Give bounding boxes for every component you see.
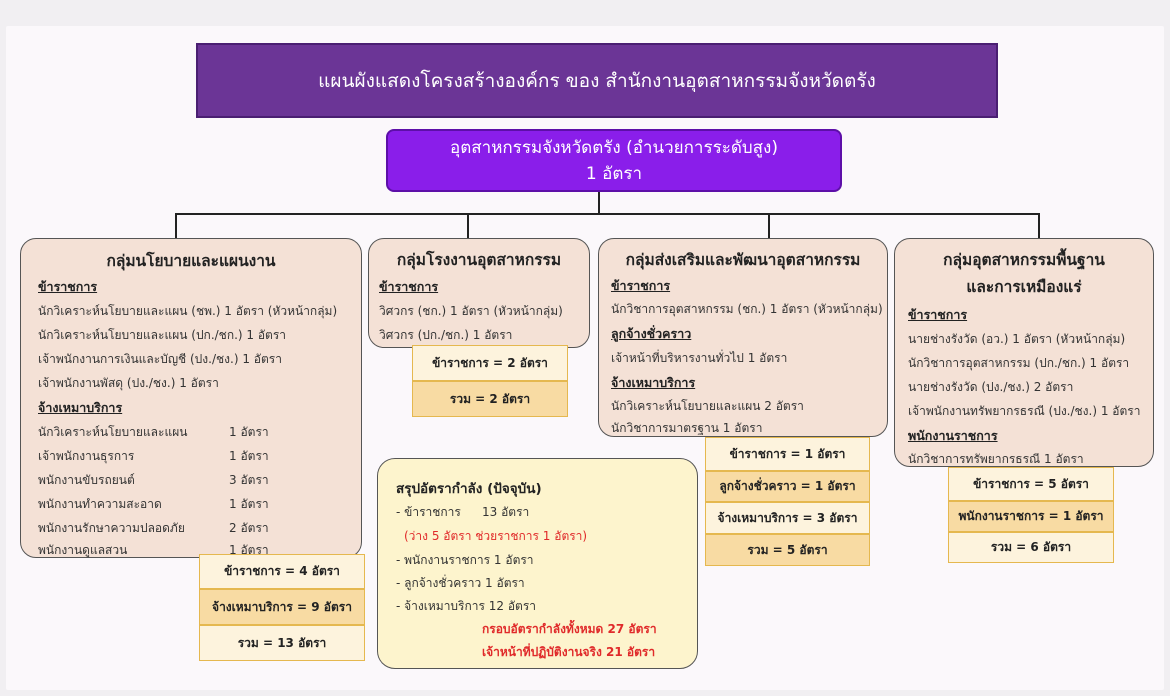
list-item: พนักงานรักษาความปลอดภัย	[38, 521, 185, 535]
summary-box-factory: ข้าราชการ = 2 อัตรา รวม = 2 อัตรา	[412, 345, 568, 417]
list-item: เจ้าพนักงานการเงินและบัญชี (ปง./ชง.) 1 อ…	[38, 352, 282, 366]
group-industry-promotion: กลุ่มส่งเสริมและพัฒนาอุตสาหกรรม ข้าราชกา…	[598, 238, 888, 437]
group-title: กลุ่มส่งเสริมและพัฒนาอุตสาหกรรม	[625, 251, 861, 269]
summary-row: รวม = 2 อัตรา	[412, 381, 568, 417]
chart-title: แผนผังแสดงโครงสร้างองค์กร ของ สำนักงานอุ…	[196, 43, 998, 118]
list-item: พนักงานดูแลสวน	[38, 543, 128, 557]
summary-total-framework: กรอบอัตรากำลังทั้งหมด 27 อัตรา	[482, 622, 657, 636]
summary-row-civil-value: 13 อัตรา	[482, 505, 530, 519]
list-item: เจ้าหน้าที่บริหารงานทั่วไป 1 อัตรา	[611, 351, 788, 365]
section-temp-employee: ลูกจ้างชั่วคราว	[611, 326, 692, 341]
summary-vacancy-note: (ว่าง 5 อัตรา ช่วยราชการ 1 อัตรา)	[404, 529, 588, 543]
group-policy-planning: กลุ่มนโยบายและแผนงาน ข้าราชการ นักวิเครา…	[20, 238, 362, 558]
connector-drop-2	[467, 213, 469, 239]
list-item: นักวิเคราะห์นโยบายและแผน	[38, 425, 188, 439]
list-item-qty: 2 อัตรา	[229, 521, 269, 535]
list-item: เจ้าพนักงานพัสดุ (ปง./ชง.) 1 อัตรา	[38, 376, 219, 390]
group-title-line2: และการเหมืองแร่	[966, 278, 1082, 296]
summary-row: - จ้างเหมาบริการ 12 อัตรา	[396, 599, 537, 613]
section-civil-servant: ข้าราชการ	[908, 307, 968, 322]
provincial-industry-head-box: อุตสาหกรรมจังหวัดตรัง (อำนวยการระดับสูง)…	[386, 129, 842, 192]
list-item: นักวิเคราะห์นโยบายและแผน (ชพ.) 1 อัตรา (…	[38, 304, 338, 318]
summary-row: รวม = 6 อัตรา	[948, 532, 1114, 563]
summary-row: ข้าราชการ = 4 อัตรา	[199, 554, 365, 589]
list-item: นักวิเคราะห์นโยบายและแผน (ปก./ชก.) 1 อัต…	[38, 328, 287, 342]
group-title: กลุ่มนโยบายและแผนงาน	[106, 252, 276, 270]
section-civil-servant: ข้าราชการ	[379, 279, 439, 294]
list-item: พนักงานทำความสะอาด	[38, 497, 162, 511]
summary-row: ข้าราชการ = 2 อัตรา	[412, 345, 568, 381]
list-item: เจ้าพนักงานทรัพยากรธรณี (ปง./ชง.) 1 อัตร…	[908, 404, 1141, 418]
group-title: กลุ่มโรงงานอุตสาหกรรม	[396, 251, 562, 269]
summary-box-promotion: ข้าราชการ = 1 อัตรา ลูกจ้างชั่วคราว = 1 …	[705, 437, 870, 566]
list-item: วิศวกร (ชก.) 1 อัตรา (หัวหน้ากลุ่ม)	[379, 304, 563, 318]
summary-title: สรุปอัตรากำลัง (ปัจจุบัน)	[396, 481, 542, 497]
connector-drop-3	[768, 213, 770, 239]
list-item: นักวิชาการทรัพยากรธรณี 1 อัตรา	[908, 452, 1084, 466]
head-position: อุตสาหกรรมจังหวัดตรัง (อำนวยการระดับสูง)	[450, 138, 778, 158]
connector-trunk	[598, 192, 600, 214]
list-item-qty: 3 อัตรา	[229, 473, 269, 487]
summary-box-mining: ข้าราชการ = 5 อัตรา พนักงานราชการ = 1 อั…	[948, 467, 1114, 563]
section-civil-servant: ข้าราชการ	[611, 278, 671, 293]
list-item: นักวิชาการอุตสาหกรรม (ปก./ชก.) 1 อัตรา	[908, 356, 1130, 370]
section-civil-servant: ข้าราชการ	[38, 279, 98, 294]
summary-row: - พนักงานราชการ 1 อัตรา	[396, 553, 534, 567]
summary-row: จ้างเหมาบริการ = 3 อัตรา	[705, 502, 870, 534]
workforce-summary-box: สรุปอัตรากำลัง (ปัจจุบัน) - ข้าราชการ 13…	[377, 458, 698, 669]
list-item: วิศวกร (ปก./ชก.) 1 อัตรา	[379, 328, 513, 342]
list-item-qty: 1 อัตรา	[229, 543, 269, 557]
section-outsourced: จ้างเหมาบริการ	[38, 400, 123, 415]
list-item: นักวิชาการมาตรฐาน 1 อัตรา	[611, 421, 763, 435]
summary-row-civil-label: - ข้าราชการ	[396, 505, 461, 519]
list-item: นักวิเคราะห์นโยบายและแผน 2 อัตรา	[611, 399, 804, 413]
section-government-employee: พนักงานราชการ	[908, 428, 998, 443]
summary-row: - ลูกจ้างชั่วคราว 1 อัตรา	[396, 576, 525, 590]
list-item-qty: 1 อัตรา	[229, 425, 269, 439]
summary-row: รวม = 5 อัตรา	[705, 534, 870, 566]
connector-drop-4	[1038, 213, 1040, 239]
summary-row: พนักงานราชการ = 1 อัตรา	[948, 501, 1114, 532]
summary-total-actual: เจ้าหน้าที่ปฏิบัติงานจริง 21 อัตรา	[482, 645, 656, 659]
connector-horizontal	[175, 213, 1040, 215]
group-basic-industry-mining: กลุ่มอุตสาหกรรมพื้นฐาน และการเหมืองแร่ ข…	[894, 238, 1154, 467]
group-industrial-factory: กลุ่มโรงงานอุตสาหกรรม ข้าราชการ วิศวกร (…	[368, 238, 590, 348]
list-item-qty: 1 อัตรา	[229, 449, 269, 463]
summary-row: ข้าราชการ = 1 อัตรา	[705, 437, 870, 471]
summary-box-policy: ข้าราชการ = 4 อัตรา จ้างเหมาบริการ = 9 อ…	[199, 554, 365, 661]
list-item: เจ้าพนักงานธุรการ	[38, 449, 135, 463]
list-item: พนักงานขับรถยนต์	[38, 473, 135, 487]
list-item: นักวิชาการอุตสาหกรรม (ชก.) 1 อัตรา (หัวห…	[611, 302, 883, 316]
list-item-qty: 1 อัตรา	[229, 497, 269, 511]
group-title-line1: กลุ่มอุตสาหกรรมพื้นฐาน	[943, 251, 1105, 269]
section-outsourced: จ้างเหมาบริการ	[611, 375, 696, 390]
connector-drop-1	[175, 213, 177, 239]
summary-row: จ้างเหมาบริการ = 9 อัตรา	[199, 589, 365, 625]
head-count: 1 อัตรา	[585, 164, 643, 184]
list-item: นายช่างรังวัด (ปง./ชง.) 2 อัตรา	[908, 380, 1074, 394]
summary-row: ข้าราชการ = 5 อัตรา	[948, 467, 1114, 501]
summary-row: ลูกจ้างชั่วคราว = 1 อัตรา	[705, 471, 870, 502]
summary-row: รวม = 13 อัตรา	[199, 625, 365, 661]
list-item: นายช่างรังวัด (อว.) 1 อัตรา (หัวหน้ากลุ่…	[908, 332, 1126, 346]
